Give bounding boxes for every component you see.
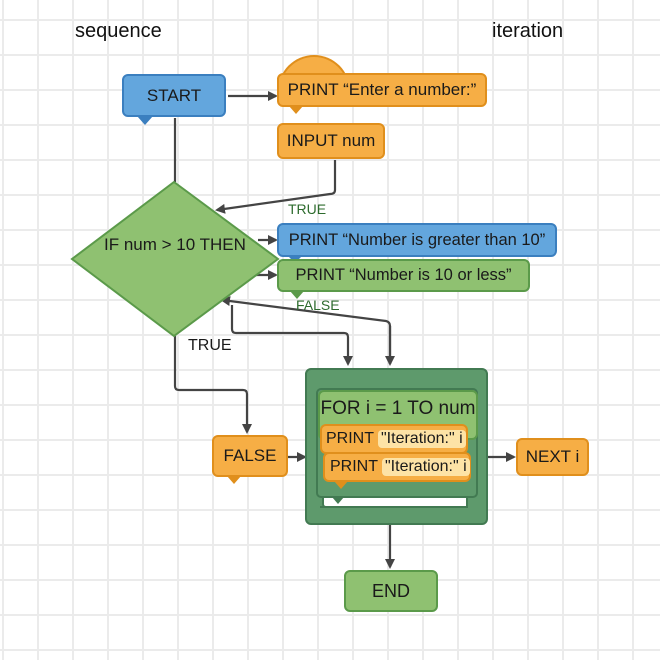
print-less-node[interactable]: PRINT “Number is 10 or less”	[277, 259, 530, 292]
print-enter-tail	[289, 106, 303, 114]
end-node[interactable]: END	[344, 570, 438, 612]
print-greater-label: PRINT “Number is greater than 10”	[288, 230, 546, 249]
loop-mouth	[322, 498, 468, 508]
next-i-node[interactable]: NEXT i	[516, 438, 589, 476]
print-iteration-2-node[interactable]: PRINT "Iteration:" i	[323, 452, 471, 482]
print-iteration-1-keyword: PRINT	[326, 430, 374, 447]
input-num-node[interactable]: INPUT num	[277, 123, 385, 159]
if-diamond[interactable]	[70, 180, 282, 340]
print-enter-label: PRINT “Enter a number:”	[287, 80, 477, 99]
arrow-input-to-if	[215, 160, 337, 214]
end-label: END	[371, 580, 410, 601]
next-i-label: NEXT i	[525, 447, 580, 466]
print-iteration-2-tail	[334, 481, 348, 489]
start-tail	[137, 116, 153, 125]
print-less-label: PRINT “Number is 10 or less”	[295, 266, 512, 284]
arrow-if-to-loop-b	[230, 305, 353, 366]
print-iteration-1-node[interactable]: PRINT "Iteration:" i	[320, 424, 468, 454]
print-greater-node[interactable]: PRINT “Number is greater than 10”	[277, 223, 557, 257]
input-num-label: INPUT num	[286, 131, 376, 150]
arrow-if-to-false	[173, 336, 252, 434]
loop-tail	[332, 497, 344, 504]
start-label: START	[146, 85, 202, 105]
print-enter-node[interactable]: PRINT “Enter a number:”	[277, 73, 487, 107]
print-iteration-2-keyword: PRINT	[330, 458, 378, 475]
arrow-loop-to-if-a	[220, 296, 392, 364]
print-iteration-2-value: "Iteration:" i	[382, 458, 470, 476]
edge-label-false-mid: FALSE	[296, 297, 340, 313]
print-less-tail	[290, 291, 304, 299]
heading-sequence: sequence	[75, 20, 162, 42]
edge-label-true-bottom: TRUE	[188, 337, 232, 354]
edge-label-true-top: TRUE	[288, 201, 327, 217]
false-label: FALSE	[223, 446, 277, 465]
false-tail	[227, 476, 241, 484]
for-label: FOR i = 1 TO num	[320, 398, 476, 419]
if-condition-label: IF num > 10 THEN	[104, 235, 246, 254]
start-node[interactable]: START	[122, 74, 226, 117]
heading-iteration: iteration	[492, 20, 564, 42]
false-node[interactable]: FALSE	[212, 435, 288, 477]
print-iteration-1-value: "Iteration:" i	[378, 430, 466, 448]
